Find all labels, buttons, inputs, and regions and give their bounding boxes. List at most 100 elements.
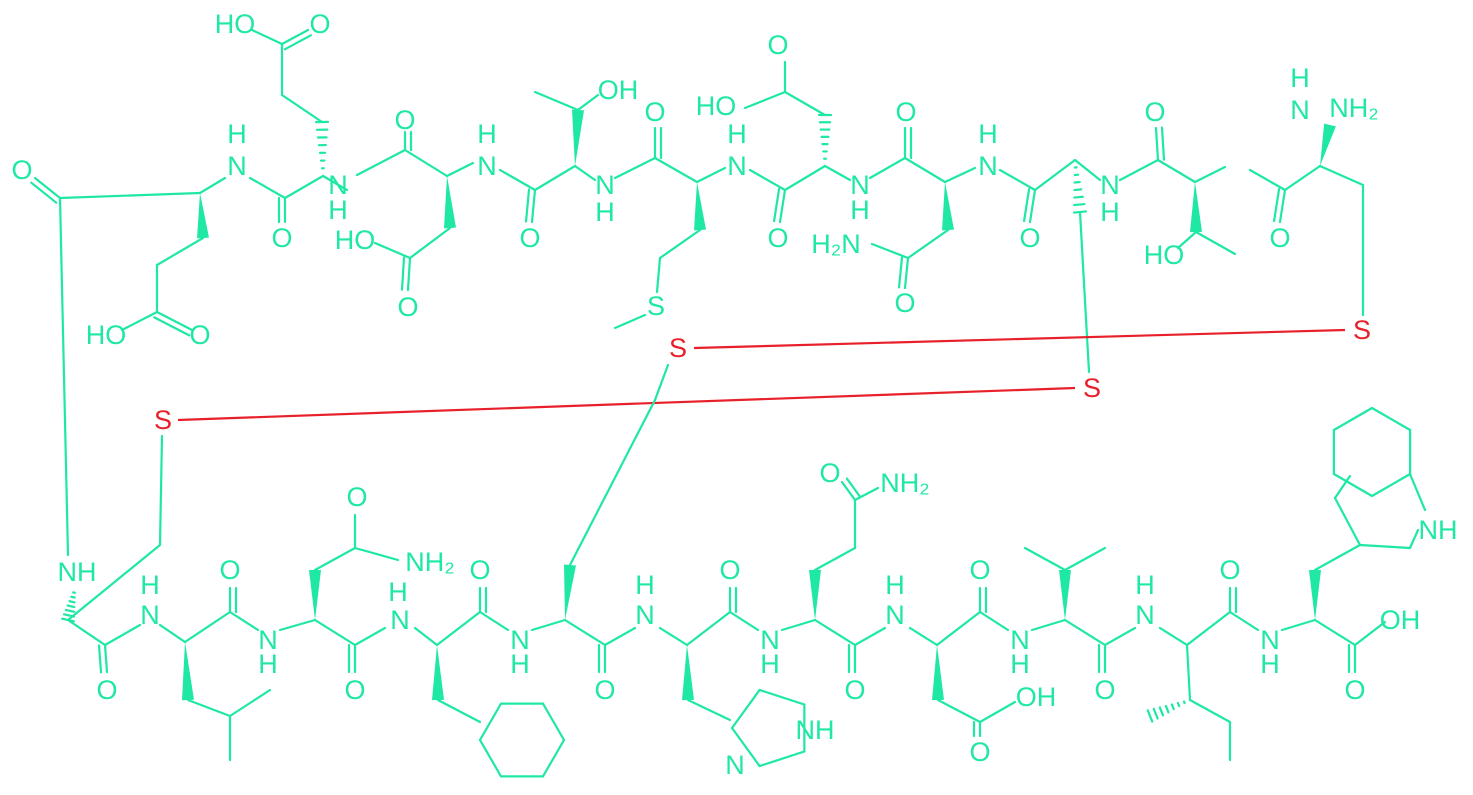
bond: [1408, 528, 1420, 550]
atom-label: O: [819, 458, 840, 488]
bond: [1028, 188, 1037, 224]
atom-label: HO: [335, 225, 376, 255]
bond: [870, 242, 910, 260]
wedge-bond: [309, 570, 321, 620]
bond: [1185, 610, 1232, 647]
atom-label: O: [894, 288, 915, 318]
atom-label: NH₂: [880, 468, 929, 498]
bond: [183, 610, 232, 644]
bond: [903, 256, 910, 290]
bond: [186, 698, 232, 718]
bond: [103, 643, 109, 674]
atom-label: N: [885, 600, 905, 630]
bond: [778, 188, 787, 224]
bond: [1193, 165, 1227, 184]
wedge-bond: [444, 176, 456, 229]
wedge-bond: [197, 193, 209, 239]
bond: [1370, 472, 1412, 498]
atom-label: N: [1290, 95, 1310, 125]
bond: [313, 546, 357, 572]
bond: [283, 174, 325, 200]
bond: [1033, 158, 1077, 192]
disulfide-bond: [693, 328, 1346, 350]
bond: [1248, 168, 1287, 192]
wedge-bond: [809, 570, 821, 620]
atom-label: N: [140, 600, 160, 630]
atom-label: HO: [1144, 240, 1185, 270]
atom-label: O: [346, 482, 367, 512]
bond: [280, 93, 324, 124]
bond: [1154, 126, 1160, 162]
bond: [653, 363, 670, 402]
bond: [613, 156, 657, 180]
wedge-bond: [572, 109, 584, 166]
bond: [64, 608, 76, 613]
atom-label: O: [1019, 223, 1040, 253]
bond: [1188, 698, 1232, 724]
bond: [228, 610, 260, 632]
bond: [936, 698, 982, 724]
sulfur-atom-label: S: [1353, 315, 1371, 345]
bond: [897, 256, 904, 289]
bond: [1318, 164, 1365, 187]
bond: [158, 623, 187, 644]
bond: [1170, 703, 1175, 711]
bond: [653, 156, 699, 184]
bond: [478, 702, 503, 742]
wedge-bond: [182, 642, 194, 701]
bond: [478, 610, 510, 632]
bond: [658, 626, 689, 647]
bond: [1333, 474, 1352, 500]
bond: [58, 196, 70, 557]
bond: [1022, 187, 1031, 223]
bond: [400, 256, 406, 291]
wedge-bond: [932, 645, 944, 701]
wedge-bond: [694, 182, 706, 231]
bond: [783, 90, 827, 117]
atom-label: O: [189, 320, 210, 350]
bond: [436, 698, 482, 724]
bond: [813, 618, 857, 647]
bond: [576, 93, 600, 112]
bond: [1073, 158, 1102, 182]
bond: [1358, 543, 1412, 550]
bond: [573, 164, 597, 182]
wedge-bond: [564, 564, 576, 620]
bond: [1073, 202, 1086, 207]
bond: [1158, 706, 1165, 717]
bond: [1152, 707, 1159, 720]
bond: [906, 228, 950, 260]
bond: [840, 480, 857, 502]
bond: [97, 644, 103, 674]
bond: [853, 626, 887, 647]
atom-label: O: [594, 675, 615, 705]
atom-label: O: [309, 9, 330, 39]
bond: [845, 477, 861, 498]
bond: [103, 623, 142, 647]
atom-label: H: [595, 197, 615, 227]
atom-label: N: [727, 151, 747, 181]
bond: [658, 228, 702, 260]
bond: [120, 310, 159, 332]
atom-label: N: [850, 170, 870, 200]
bond: [1194, 230, 1237, 256]
atom-label: H: [510, 649, 530, 679]
atom-label: O: [394, 105, 415, 135]
atom-label: H: [1290, 63, 1310, 93]
wedge-bond: [1190, 182, 1202, 233]
bond: [728, 610, 760, 632]
atom-label: H: [140, 570, 160, 600]
bond: [1030, 618, 1067, 632]
bond: [758, 688, 806, 706]
bond: [355, 148, 407, 177]
wedge-bond: [682, 645, 694, 701]
bond: [813, 546, 857, 572]
bond: [613, 313, 647, 330]
bond: [978, 610, 1010, 632]
atom-label: N: [328, 170, 348, 200]
bond: [1332, 472, 1374, 498]
bond: [155, 310, 194, 332]
atom-label: O: [767, 223, 788, 253]
